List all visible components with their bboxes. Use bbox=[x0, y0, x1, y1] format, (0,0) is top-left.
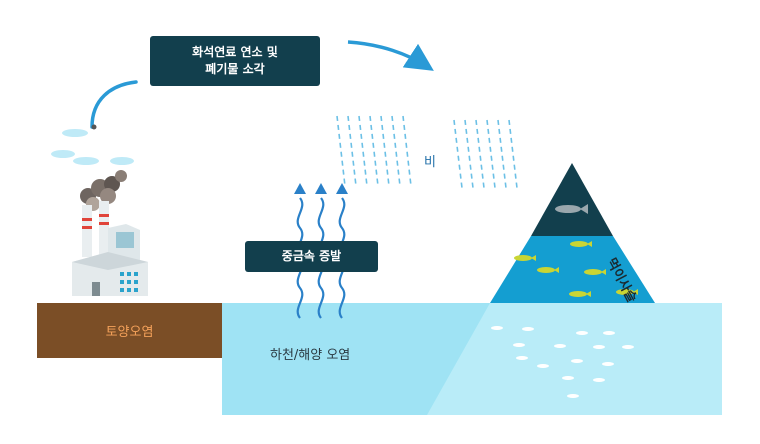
rain-lines bbox=[336, 115, 518, 189]
predator-fish-icon bbox=[555, 204, 588, 214]
pyramid-middle-layer bbox=[490, 236, 655, 303]
plankton-fish-icons bbox=[491, 326, 634, 398]
rain-cloud-right bbox=[423, 63, 517, 120]
water-pollution-label: 하천/해양 오염 bbox=[270, 348, 351, 363]
pyramid-top-layer bbox=[531, 163, 613, 236]
pyramid-base-layer bbox=[427, 303, 722, 415]
transport-arrow bbox=[347, 40, 434, 71]
small-fish-icons bbox=[514, 241, 638, 297]
rain-label: 비 bbox=[424, 155, 436, 170]
evaporation-arrowheads bbox=[294, 183, 348, 194]
soil-block bbox=[37, 303, 222, 358]
soil-pollution-label: 토양오염 bbox=[105, 325, 154, 340]
combustion-label: 화석연료 연소 및 폐기물 소각 bbox=[150, 36, 320, 86]
food-chain-pyramid bbox=[427, 163, 722, 415]
emission-arrow bbox=[90, 80, 138, 129]
evaporation-label: 중금속 증발 bbox=[245, 241, 378, 272]
rain-cloud-left bbox=[303, 58, 414, 117]
emission-dot bbox=[91, 124, 97, 130]
factory-icon bbox=[51, 129, 148, 296]
